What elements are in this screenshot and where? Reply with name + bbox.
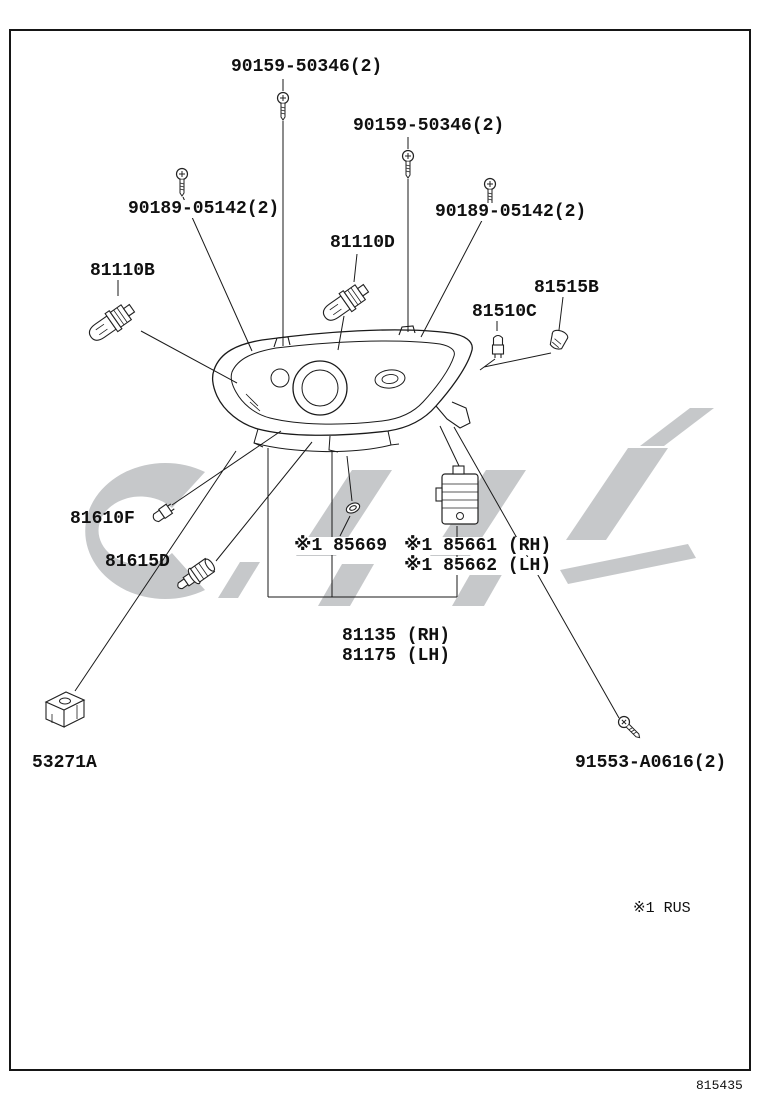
screw-icon [401,149,415,179]
figure-number: 815435 [696,1078,743,1093]
screw-icon [615,713,645,743]
halogen-bulb-icon [318,278,373,327]
screw-icon [175,167,189,197]
watermark [85,408,714,606]
halogen-bulb-icon [84,298,139,347]
part-label-90159-50346-left: 90159-50346(2) [230,57,384,77]
part-label-81515B: 81515B [533,278,600,298]
mounting-bracket-icon [44,691,86,728]
leveling-motor-icon [435,465,479,525]
socket-cap-icon [549,329,569,350]
bulb-socket-icon [177,557,216,590]
part-label-81175: 81175 (LH) [341,646,452,666]
page-frame [9,29,751,1071]
part-label-90189-05142-right: 90189-05142(2) [434,202,588,222]
grommet-icon [345,502,361,514]
part-label-81610F: 81610F [70,509,135,529]
part-label-85669: ※1 85669 [293,536,389,556]
footnote-rus: ※1 RUS [633,900,691,917]
screw-icon [276,91,290,121]
part-label-81615D: 81615D [105,552,170,572]
part-label-90189-05142-left: 90189-05142(2) [127,199,281,219]
part-label-81110D: 81110D [329,233,396,253]
leader-lines [74,79,620,719]
part-label-85662: ※1 85662 (LH) [403,556,553,576]
part-label-85661: ※1 85661 (RH) [403,536,553,556]
part-label-81510C: 81510C [471,302,538,322]
headlamp-assembly-drawing [211,325,473,453]
part-label-91553-A0616: 91553-A0616(2) [574,753,728,773]
part-label-53271A: 53271A [31,753,98,773]
part-label-81135: 81135 (RH) [341,626,452,646]
part-label-90159-50346-right: 90159-50346(2) [352,116,506,136]
small-bulb-icon [491,334,505,359]
part-label-81110B: 81110B [89,261,156,281]
